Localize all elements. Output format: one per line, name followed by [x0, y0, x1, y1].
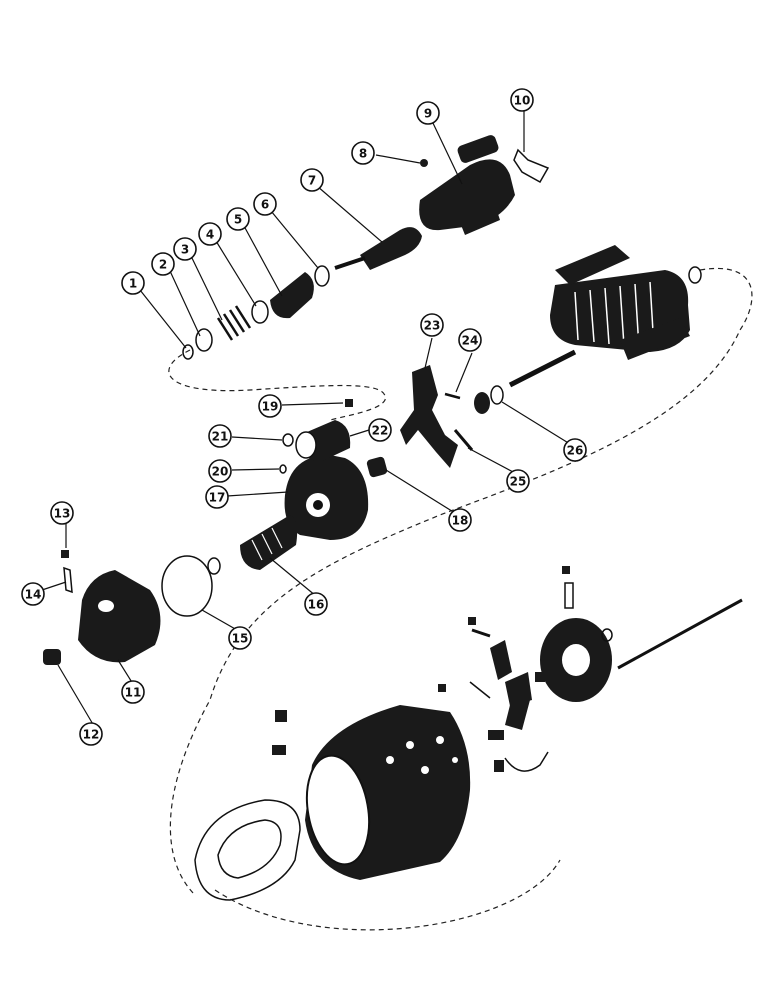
- callout-circle: [416, 101, 440, 125]
- callout-20: 20: [208, 459, 232, 483]
- callout-number: 21: [212, 430, 229, 444]
- callout-21: 21: [208, 424, 232, 448]
- callout-circle: [50, 501, 74, 525]
- callout-circle: [300, 168, 324, 192]
- callout-circle: [121, 271, 145, 295]
- callout-3: 3: [173, 237, 197, 261]
- callout-15: 15: [228, 626, 252, 650]
- callout-2: 2: [151, 252, 175, 276]
- callout-14: 14: [21, 582, 45, 606]
- callout-number: 9: [424, 107, 432, 121]
- callout-7: 7: [300, 168, 324, 192]
- callout-circle: [253, 192, 277, 216]
- callout-10: 10: [510, 88, 534, 112]
- callout-circle: [228, 626, 252, 650]
- callout-9: 9: [416, 101, 440, 125]
- callout-number: 26: [567, 444, 584, 458]
- callout-18: 18: [448, 508, 472, 532]
- callout-number: 25: [510, 475, 527, 489]
- assembly-guide-lines: [168, 267, 753, 931]
- solenoid-assembly: [182, 135, 550, 360]
- callout-number: 20: [212, 465, 229, 479]
- callout-1: 1: [121, 271, 145, 295]
- callout-4: 4: [198, 222, 222, 246]
- callout-number: 11: [125, 686, 142, 700]
- callout-circle: [368, 418, 392, 442]
- callout-circle: [151, 252, 175, 276]
- callout-26: 26: [563, 438, 587, 462]
- callout-number: 14: [25, 588, 42, 602]
- callout-circle: [351, 141, 375, 165]
- callout-number: 24: [462, 334, 479, 348]
- callout-number: 18: [452, 514, 469, 528]
- callout-number: 3: [181, 243, 189, 257]
- callout-25: 25: [506, 469, 530, 493]
- callout-number: 2: [159, 258, 167, 272]
- callout-number: 7: [308, 174, 316, 188]
- callout-circle: [198, 222, 222, 246]
- callout-number: 6: [261, 198, 269, 212]
- callout-circle: [79, 722, 103, 746]
- shift-lever: [400, 365, 474, 468]
- callout-number: 19: [262, 400, 279, 414]
- callout-6: 6: [253, 192, 277, 216]
- leader-lines: [41, 109, 571, 727]
- armature-assembly: [474, 245, 702, 414]
- callout-circle: [173, 237, 197, 261]
- callout-17: 17: [205, 485, 229, 509]
- callout-circle: [458, 328, 482, 352]
- callout-circle: [21, 582, 45, 606]
- callout-number: 22: [372, 424, 389, 438]
- callout-8: 8: [351, 141, 375, 165]
- callout-circle: [208, 424, 232, 448]
- callout-11: 11: [121, 680, 145, 704]
- callout-circle: [258, 394, 282, 418]
- callout-13: 13: [50, 501, 74, 525]
- callout-circle: [304, 592, 328, 616]
- callout-number: 12: [83, 728, 100, 742]
- callout-22: 22: [368, 418, 392, 442]
- callout-number: 1: [129, 277, 137, 291]
- callout-number: 8: [359, 147, 367, 161]
- callout-circle: [420, 313, 444, 337]
- callout-19: 19: [258, 394, 282, 418]
- callout-circle: [205, 485, 229, 509]
- callout-23: 23: [420, 313, 444, 337]
- callout-circle: [226, 207, 250, 231]
- callout-circle: [121, 680, 145, 704]
- callout-5: 5: [226, 207, 250, 231]
- drive-housing-assembly: [43, 399, 388, 665]
- callout-circle: [448, 508, 472, 532]
- callout-circle: [510, 88, 534, 112]
- callout-number: 15: [232, 632, 249, 646]
- callout-number: 4: [206, 228, 214, 242]
- callout-number: 17: [209, 491, 226, 505]
- callout-number: 10: [514, 94, 531, 108]
- callout-circle: [506, 469, 530, 493]
- callout-12: 12: [79, 722, 103, 746]
- callout-circle: [208, 459, 232, 483]
- callout-circle: [563, 438, 587, 462]
- field-frame-assembly: [194, 566, 743, 901]
- callout-number: 13: [54, 507, 71, 521]
- callout-number: 5: [234, 213, 242, 227]
- callout-number: 16: [308, 598, 325, 612]
- callout-number: 23: [424, 319, 441, 333]
- callout-16: 16: [304, 592, 328, 616]
- callout-24: 24: [458, 328, 482, 352]
